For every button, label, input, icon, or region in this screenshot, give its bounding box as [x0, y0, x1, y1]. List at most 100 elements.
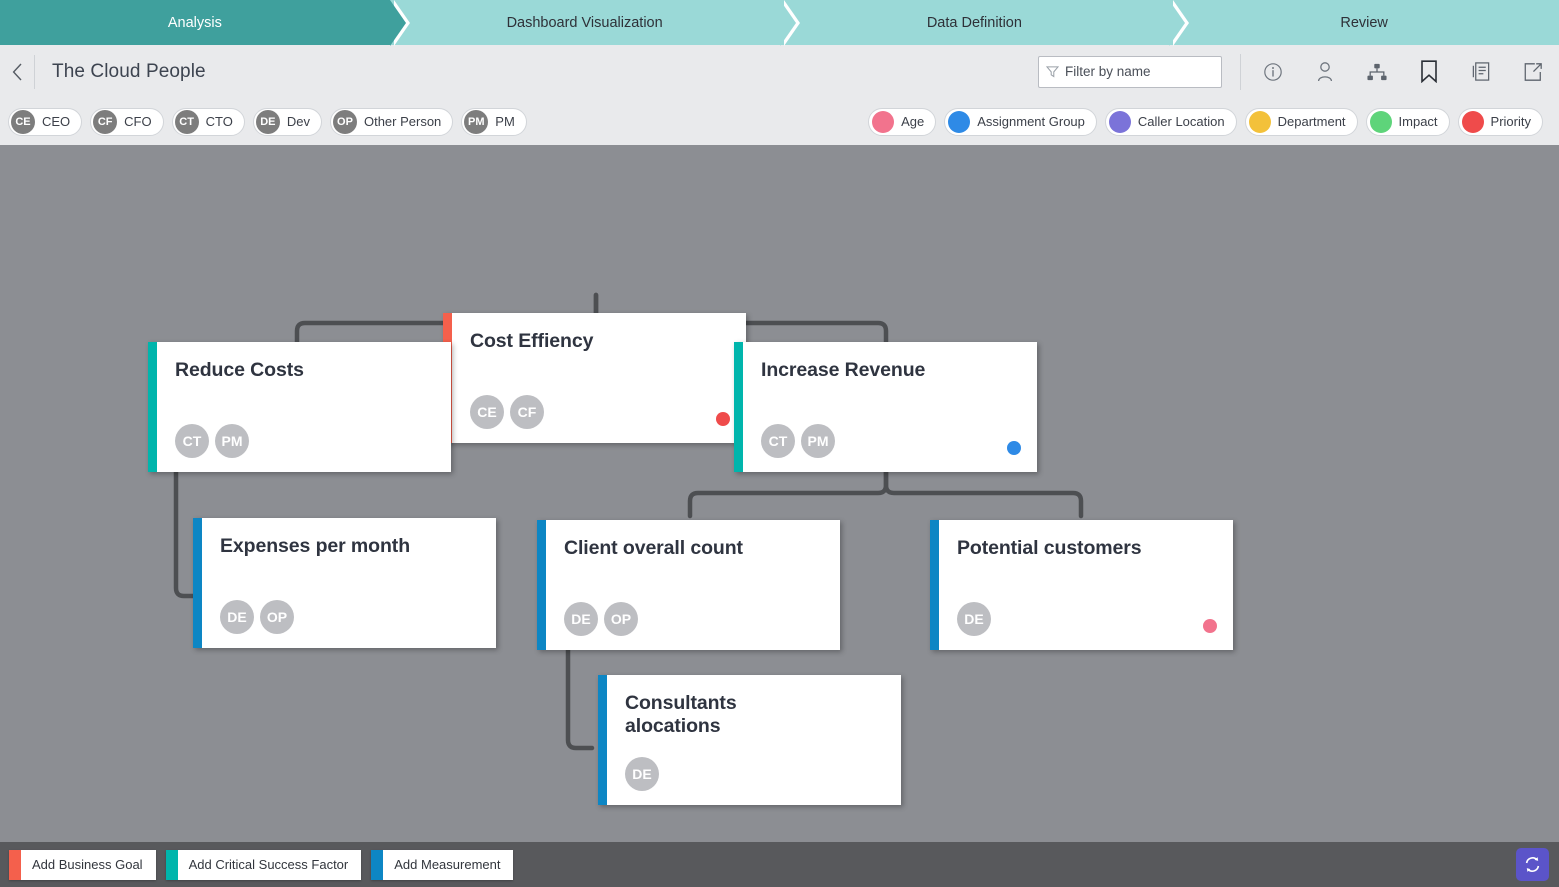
page-title: The Cloud People [52, 60, 206, 82]
card-consultants-alocations[interactable]: Consultants alocations DE [598, 675, 901, 805]
add-business-goal-button[interactable]: Add Business Goal [9, 849, 156, 880]
step-label: Data Definition [926, 14, 1022, 31]
card-cost-efficency[interactable]: Cost Effiency CE CF [443, 313, 746, 443]
step-analysis[interactable]: Analysis [0, 0, 410, 46]
legend-chip-label: Impact [1398, 114, 1438, 129]
add-measurement-label: Add Measurement [394, 857, 501, 872]
legend-chip-priority[interactable]: Priority [1457, 107, 1543, 136]
avatar[interactable]: OP [260, 600, 294, 634]
person-chip-label: CTO [205, 114, 233, 129]
color-swatch-icon [948, 110, 971, 133]
avatar[interactable]: CT [175, 424, 209, 458]
avatar[interactable]: PM [801, 424, 835, 458]
card-title: Potential customers [957, 537, 1142, 559]
avatar[interactable]: DE [564, 602, 598, 636]
person-chip-label: Dev [286, 114, 310, 129]
info-icon-button[interactable] [1247, 45, 1299, 98]
legend-chip-label: Assignment Group [977, 114, 1085, 129]
bookmark-icon [1421, 60, 1437, 83]
person-chip-ceo[interactable]: CE CEO [8, 107, 83, 136]
filter-placeholder: Filter by name [1065, 64, 1151, 79]
card-title: Consultants alocations [625, 692, 737, 737]
avatar[interactable]: DE [220, 600, 254, 634]
legend-chip-impact[interactable]: Impact [1365, 107, 1450, 136]
person-chip-cto[interactable]: CT CTO [171, 107, 245, 136]
refresh-icon [1525, 857, 1540, 872]
card-type-edge [930, 520, 939, 650]
connector-increase-to-client [687, 466, 889, 519]
avatar[interactable]: OP [604, 602, 638, 636]
step-dashboard-visualization[interactable]: Dashboard Visualization [389, 0, 800, 46]
card-avatars: CE CF [470, 395, 550, 429]
card-title: Reduce Costs [175, 359, 304, 381]
step-review[interactable]: Review [1169, 0, 1559, 45]
card-avatars: DE [957, 602, 997, 636]
header-actions: Filter by name [1038, 45, 1559, 98]
legend-chip-department[interactable]: Department [1244, 107, 1358, 136]
person-chip-pm[interactable]: PM PM [461, 107, 527, 136]
add-measurement-button[interactable]: Add Measurement [371, 849, 514, 880]
legend-chips: Age Assignment Group Caller Location Dep… [868, 107, 1551, 136]
color-swatch-icon [165, 849, 178, 880]
avatar: CT [174, 109, 199, 134]
strategy-map-canvas[interactable]: Cost Effiency CE CF Reduce Costs CT PM I… [0, 145, 1559, 842]
avatar[interactable]: DE [625, 757, 659, 791]
legend-chip-assignment-group[interactable]: Assignment Group [944, 107, 1097, 136]
notes-icon-button[interactable] [1455, 45, 1507, 98]
card-reduce-costs[interactable]: Reduce Costs CT PM [148, 342, 451, 472]
user-icon-button[interactable] [1299, 45, 1351, 98]
card-type-edge [148, 342, 157, 472]
card-title: Expenses per month [220, 535, 411, 557]
back-button[interactable] [0, 45, 34, 98]
card-increase-revenue[interactable]: Increase Revenue CT PM [734, 342, 1037, 472]
card-type-edge [734, 342, 743, 472]
avatar[interactable]: PM [215, 424, 249, 458]
add-critical-success-factor-button[interactable]: Add Critical Success Factor [165, 849, 362, 880]
avatar[interactable]: CE [470, 395, 504, 429]
person-chip-dev[interactable]: DE Dev [252, 107, 322, 136]
person-chip-label: CEO [42, 114, 71, 129]
person-chip-other-person[interactable]: OP Other Person [329, 107, 454, 136]
card-avatars: DE [625, 757, 665, 791]
avatar[interactable]: DE [957, 602, 991, 636]
card-type-edge [193, 518, 202, 648]
hierarchy-icon-button[interactable] [1351, 45, 1403, 98]
color-swatch-icon [371, 849, 384, 880]
color-swatch-icon [1108, 110, 1131, 133]
chips-toolbar: CE CEO CF CFO CT CTO DE Dev OP Other Per… [0, 98, 1559, 145]
step-label: Analysis [167, 14, 222, 31]
refresh-button[interactable] [1516, 848, 1549, 881]
card-avatars: DE OP [564, 602, 644, 636]
card-expenses-per-month[interactable]: Expenses per month DE OP [193, 518, 496, 648]
open-external-icon [1524, 62, 1542, 81]
legend-chip-label: Age [901, 114, 925, 129]
add-critical-success-factor-label: Add Critical Success Factor [188, 857, 349, 872]
header-divider [34, 54, 35, 89]
card-potential-customers[interactable]: Potential customers DE [930, 520, 1233, 650]
legend-chip-age[interactable]: Age [868, 107, 937, 136]
avatar: CE [11, 109, 35, 134]
avatar[interactable]: CF [510, 395, 544, 429]
card-client-overall-count[interactable]: Client overall count DE OP [537, 520, 840, 650]
avatar[interactable]: CT [761, 424, 795, 458]
color-swatch-icon [1369, 110, 1392, 133]
person-chip-cfo[interactable]: CF CFO [90, 107, 164, 136]
add-business-goal-label: Add Business Goal [32, 857, 143, 872]
color-swatch-icon [1248, 110, 1271, 133]
card-avatars: CT PM [175, 424, 255, 458]
legend-chip-caller-location[interactable]: Caller Location [1104, 107, 1237, 136]
step-label: Review [1340, 14, 1388, 31]
person-chip-label: PM [495, 114, 515, 129]
wizard-stepper: Analysis Dashboard Visualization Data De… [0, 0, 1559, 46]
card-title: Increase Revenue [761, 359, 926, 381]
open-external-icon-button[interactable] [1507, 45, 1559, 98]
filter-icon [1046, 66, 1059, 78]
card-avatars: CT PM [761, 424, 841, 458]
notes-icon [1472, 62, 1490, 81]
card-title: Cost Effiency [470, 330, 594, 352]
step-data-definition[interactable]: Data Definition [779, 0, 1189, 46]
bookmark-icon-button[interactable] [1403, 45, 1455, 98]
filter-input[interactable]: Filter by name [1038, 55, 1222, 88]
user-icon [1317, 61, 1333, 81]
legend-chip-label: Department [1277, 114, 1346, 129]
